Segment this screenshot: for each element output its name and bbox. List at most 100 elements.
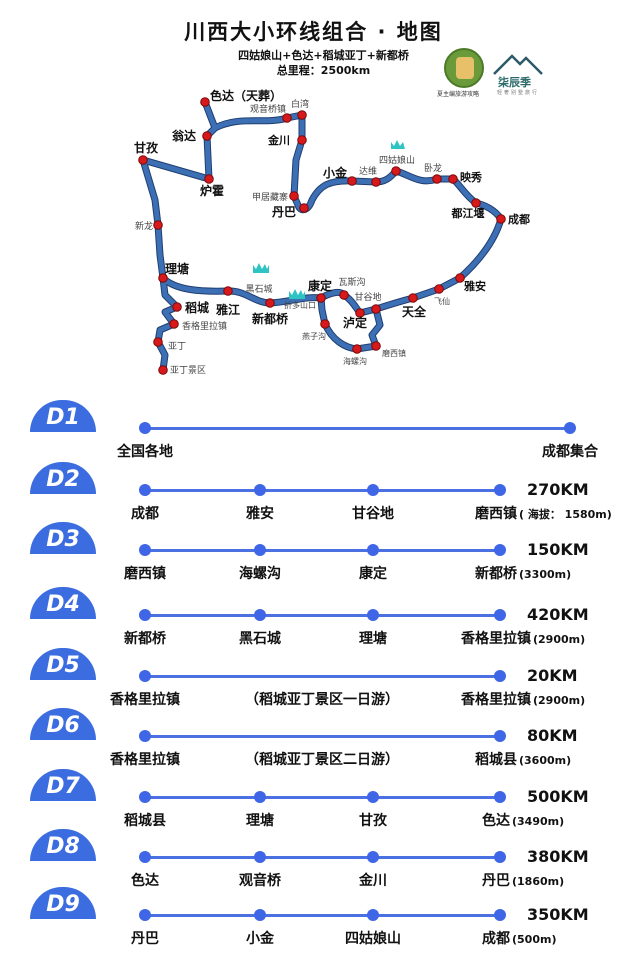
map-stop-dot (408, 293, 418, 303)
map-stop-dot (371, 341, 381, 351)
timeline-dot (254, 484, 266, 496)
stop-name: 海螺沟 (239, 566, 281, 582)
stop-label: 小金 (246, 928, 274, 948)
timeline-line (145, 549, 500, 552)
page-title: 川西大小环线组合 · 地图 (184, 20, 443, 44)
mountain-icon (391, 140, 405, 149)
map-stop-dot (496, 214, 506, 224)
timeline-dot (139, 851, 151, 863)
map-place-label: 理塘 (165, 261, 189, 276)
day-badge: D2 (30, 462, 96, 494)
stop-name: 香格里拉镇 (461, 692, 531, 708)
map-stop-dot (299, 203, 309, 213)
timeline-dot (139, 422, 151, 434)
stop-label: 稻城县 (124, 810, 166, 830)
mountain-logo-icon (493, 54, 543, 75)
stop-name: 新都桥 (475, 566, 517, 582)
stop-name: 甘谷地 (352, 506, 394, 522)
map-place-label: 康定 (308, 278, 332, 293)
timeline-dot (254, 909, 266, 921)
map-place-label: 成都 (508, 212, 530, 226)
stop-label: 成都集合 (542, 441, 598, 461)
stop-label: 色达 (131, 870, 159, 890)
map-place-label: 色达（天葬） (210, 88, 282, 103)
stop-label: 成都(500m) (482, 928, 556, 948)
timeline-dot (367, 909, 379, 921)
stop-label: 新都桥 (124, 628, 166, 648)
stop-label: 海螺沟 (239, 563, 281, 583)
timeline-dot (494, 791, 506, 803)
day-distance: 80KM (527, 726, 578, 745)
partner-logo-name: 柒辰季 (498, 76, 531, 89)
map-place-label: 折多山口 (284, 300, 316, 310)
map-place-label: 雅江 (215, 302, 240, 317)
stop-label: 磨西镇( 海拔： 1580m) (475, 503, 612, 523)
map-place-label: 观音桥镇 (250, 103, 286, 115)
map-place-label: 磨西镇 (382, 348, 406, 358)
timeline-line (145, 856, 500, 859)
day-distance: 350KM (527, 905, 589, 924)
day-distance: 500KM (527, 787, 589, 806)
stop-name: 稻城县 (124, 813, 166, 829)
stop-name: 色达 (482, 813, 510, 829)
map-stop-dot (320, 319, 330, 329)
stop-label: 全国各地 (117, 441, 173, 461)
day-badge: D8 (30, 829, 96, 861)
stop-name: 成都 (131, 506, 159, 522)
timeline-dot (564, 422, 576, 434)
route-subtitle: 四姑娘山+色达+稻城亚丁+新都桥 (238, 49, 409, 62)
stop-altitude: ( 海拔： 1580m) (519, 508, 612, 521)
day-distance: 420KM (527, 605, 589, 624)
map-place-label: 丹巴 (272, 205, 296, 219)
map-place-label: 小金 (323, 165, 348, 180)
stop-label: 丹巴(1860m) (482, 870, 564, 890)
map-place-label: 香格里拉镇 (182, 320, 227, 332)
map-stop-dot (352, 344, 362, 354)
stop-name: 稻城县 (475, 752, 517, 768)
map-place-label: 亚丁景区 (170, 365, 206, 376)
stop-name: 全国各地 (117, 444, 173, 460)
map-place-label: 甘孜 (134, 140, 159, 155)
map-stop-dot (158, 273, 168, 283)
stop-label: 甘孜 (359, 810, 387, 830)
map-place-label: 达维 (359, 165, 377, 177)
map-place-label: 燕子沟 (302, 331, 326, 341)
brand-logo-badge (444, 48, 484, 88)
map-place-label: 映秀 (460, 170, 482, 184)
timeline-dot (367, 544, 379, 556)
map-stop-dot (448, 174, 458, 184)
timeline-dot (494, 851, 506, 863)
stop-name: 理塘 (246, 813, 274, 829)
map-place-label: 瓦斯沟 (338, 276, 365, 288)
timeline-dot (367, 791, 379, 803)
stop-name: 香格里拉镇 (461, 631, 531, 647)
mountain-icon (289, 289, 305, 299)
map-stop-dot (347, 176, 357, 186)
stop-name: 丹巴 (131, 931, 159, 947)
timeline-dot (139, 484, 151, 496)
timeline-dot (139, 670, 151, 682)
stop-label: 金川 (359, 870, 387, 890)
timeline-line (145, 735, 500, 738)
stop-altitude: (1860m) (512, 875, 565, 888)
map-stop-dot (265, 298, 275, 308)
day-badge: D3 (30, 522, 96, 554)
map-stop-dot (355, 308, 365, 318)
stop-altitude: (500m) (512, 933, 557, 946)
day-badge: D9 (30, 887, 96, 919)
stop-altitude: (3300m) (519, 568, 572, 581)
timeline-line (145, 675, 500, 678)
stop-label: 丹巴 (131, 928, 159, 948)
map-place-label: 甲居藏寨 (252, 191, 288, 203)
map-stop-dot (153, 220, 163, 230)
map-place-label: 亚丁 (168, 341, 186, 352)
map-stop-dot (138, 155, 148, 165)
timeline-dot (494, 484, 506, 496)
map-stop-dot (204, 174, 214, 184)
timeline-dot (494, 909, 506, 921)
timeline-dot (494, 730, 506, 742)
